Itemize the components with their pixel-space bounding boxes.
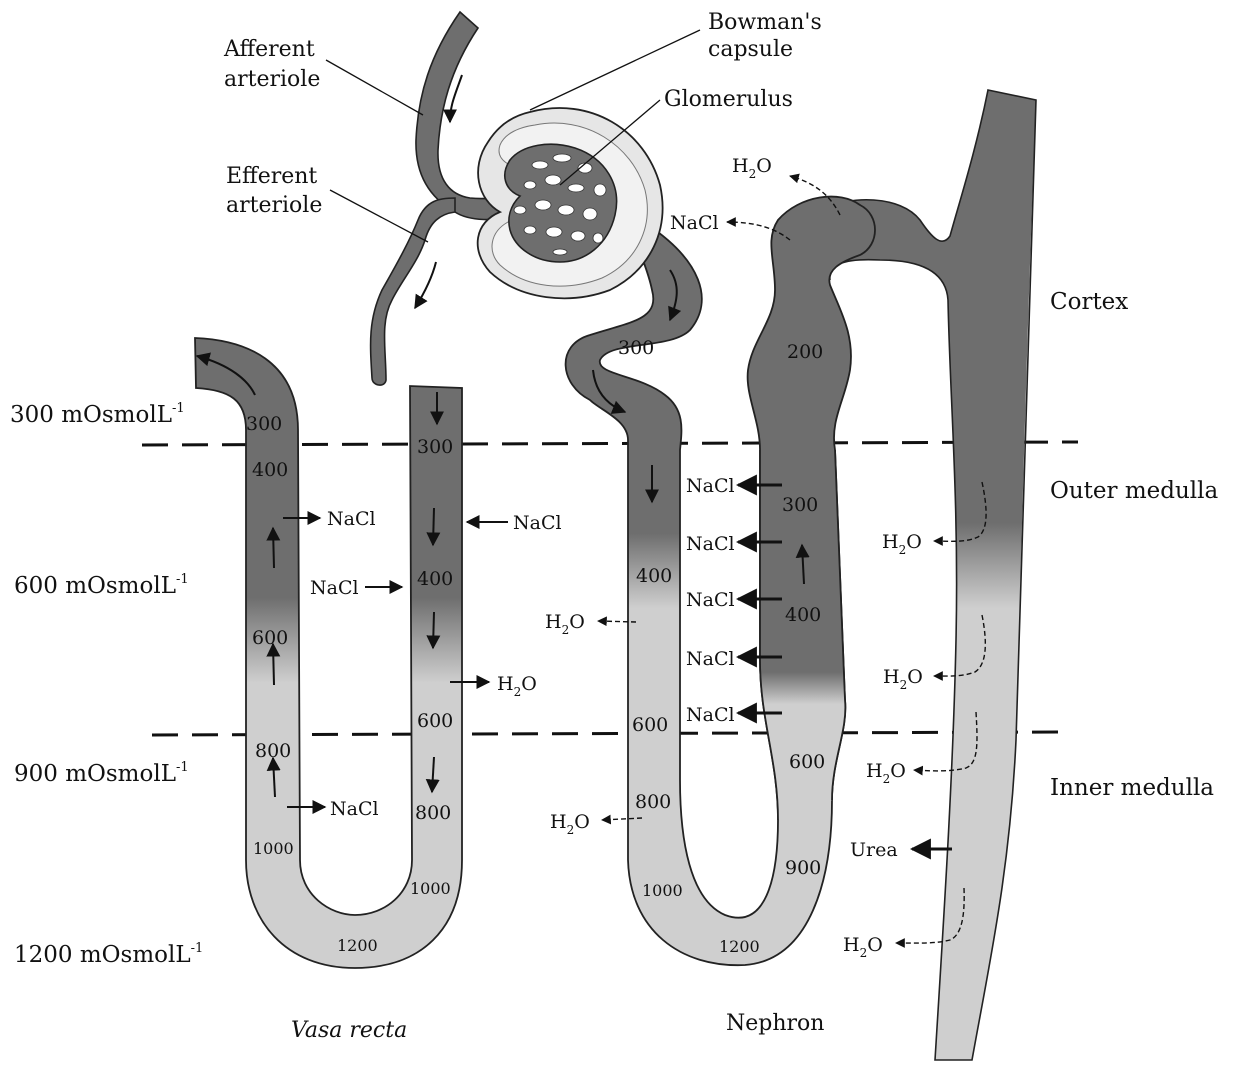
nacl-label: NaCl — [686, 475, 735, 497]
n-asc-value: 600 — [789, 751, 825, 773]
afferent-label-line1: Afferent — [223, 37, 315, 62]
h2o-label: H2O — [545, 611, 585, 637]
n-asc-value: 400 — [785, 604, 821, 626]
nacl-label: NaCl — [513, 512, 562, 534]
n-asc-value: 200 — [787, 341, 823, 363]
vr-desc-value: 300 — [417, 436, 453, 458]
h2o-label: H2O — [550, 811, 590, 837]
osmolarity-300: 300 mOsmolL-1 — [10, 401, 185, 428]
efferent-label-line2: arteriole — [226, 193, 322, 218]
n-desc-value: 1000 — [642, 881, 683, 900]
vr-asc-value: 800 — [255, 740, 291, 762]
h2o-label: H2O — [732, 155, 772, 181]
afferent-label-line2: arteriole — [224, 67, 320, 92]
vr-desc-value: 600 — [417, 710, 453, 732]
nacl-label: NaCl — [330, 798, 379, 820]
nacl-label: NaCl — [327, 508, 376, 530]
n-desc-value: 300 — [618, 337, 654, 359]
nacl-label: NaCl — [686, 533, 735, 555]
h2o-label: H2O — [866, 760, 906, 786]
afferent-leader — [326, 60, 423, 115]
osmolarity-900: 900 mOsmolL-1 — [14, 760, 189, 787]
n-asc-value: 300 — [782, 494, 818, 516]
h2o-label: H2O — [883, 666, 923, 692]
vr-asc-value: 600 — [252, 627, 288, 649]
bowman-label-line1: Bowman's — [708, 10, 822, 35]
nacl-label: NaCl — [686, 589, 735, 611]
zone-cortex: Cortex — [1050, 289, 1128, 315]
vasa-recta — [195, 338, 462, 968]
vr-asc-value: 1000 — [253, 839, 294, 858]
vr-desc-value: 400 — [417, 568, 453, 590]
vr-asc-value: 300 — [246, 413, 282, 435]
bowman-label-line2: capsule — [708, 37, 793, 62]
vr-desc-value: 800 — [415, 802, 451, 824]
zone-outer-medulla: Outer medulla — [1050, 478, 1218, 504]
nacl-label: NaCl — [686, 704, 735, 726]
efferent-arteriole — [371, 198, 455, 385]
h2o-label: H2O — [497, 673, 537, 699]
vr-asc-value: 400 — [252, 459, 288, 481]
h2o-label: H2O — [882, 531, 922, 557]
efferent-label-line1: Efferent — [226, 164, 317, 189]
nacl-label: NaCl — [310, 577, 359, 599]
glomerulus-label: Glomerulus — [664, 87, 793, 112]
n-desc-value: 800 — [635, 791, 671, 813]
vr-desc-value: 1000 — [410, 879, 451, 898]
movement-arrows — [283, 485, 952, 849]
urea-label: Urea — [850, 839, 898, 861]
n-bottom-value: 1200 — [719, 937, 760, 956]
nephron-label: Nephron — [726, 1011, 824, 1036]
nacl-label: NaCl — [670, 212, 719, 234]
n-asc-value: 900 — [785, 857, 821, 879]
n-desc-value: 400 — [636, 565, 672, 587]
n-desc-value: 600 — [632, 714, 668, 736]
h2o-label: H2O — [843, 934, 883, 960]
efferent-leader — [330, 190, 428, 242]
vr-bottom-value: 1200 — [337, 936, 378, 955]
vasa-recta-label: Vasa recta — [291, 1018, 407, 1043]
osmolarity-600: 600 mOsmolL-1 — [14, 572, 189, 599]
nacl-label: NaCl — [686, 648, 735, 670]
osmolarity-1200: 1200 mOsmolL-1 — [14, 941, 203, 968]
zone-inner-medulla: Inner medulla — [1050, 775, 1214, 801]
